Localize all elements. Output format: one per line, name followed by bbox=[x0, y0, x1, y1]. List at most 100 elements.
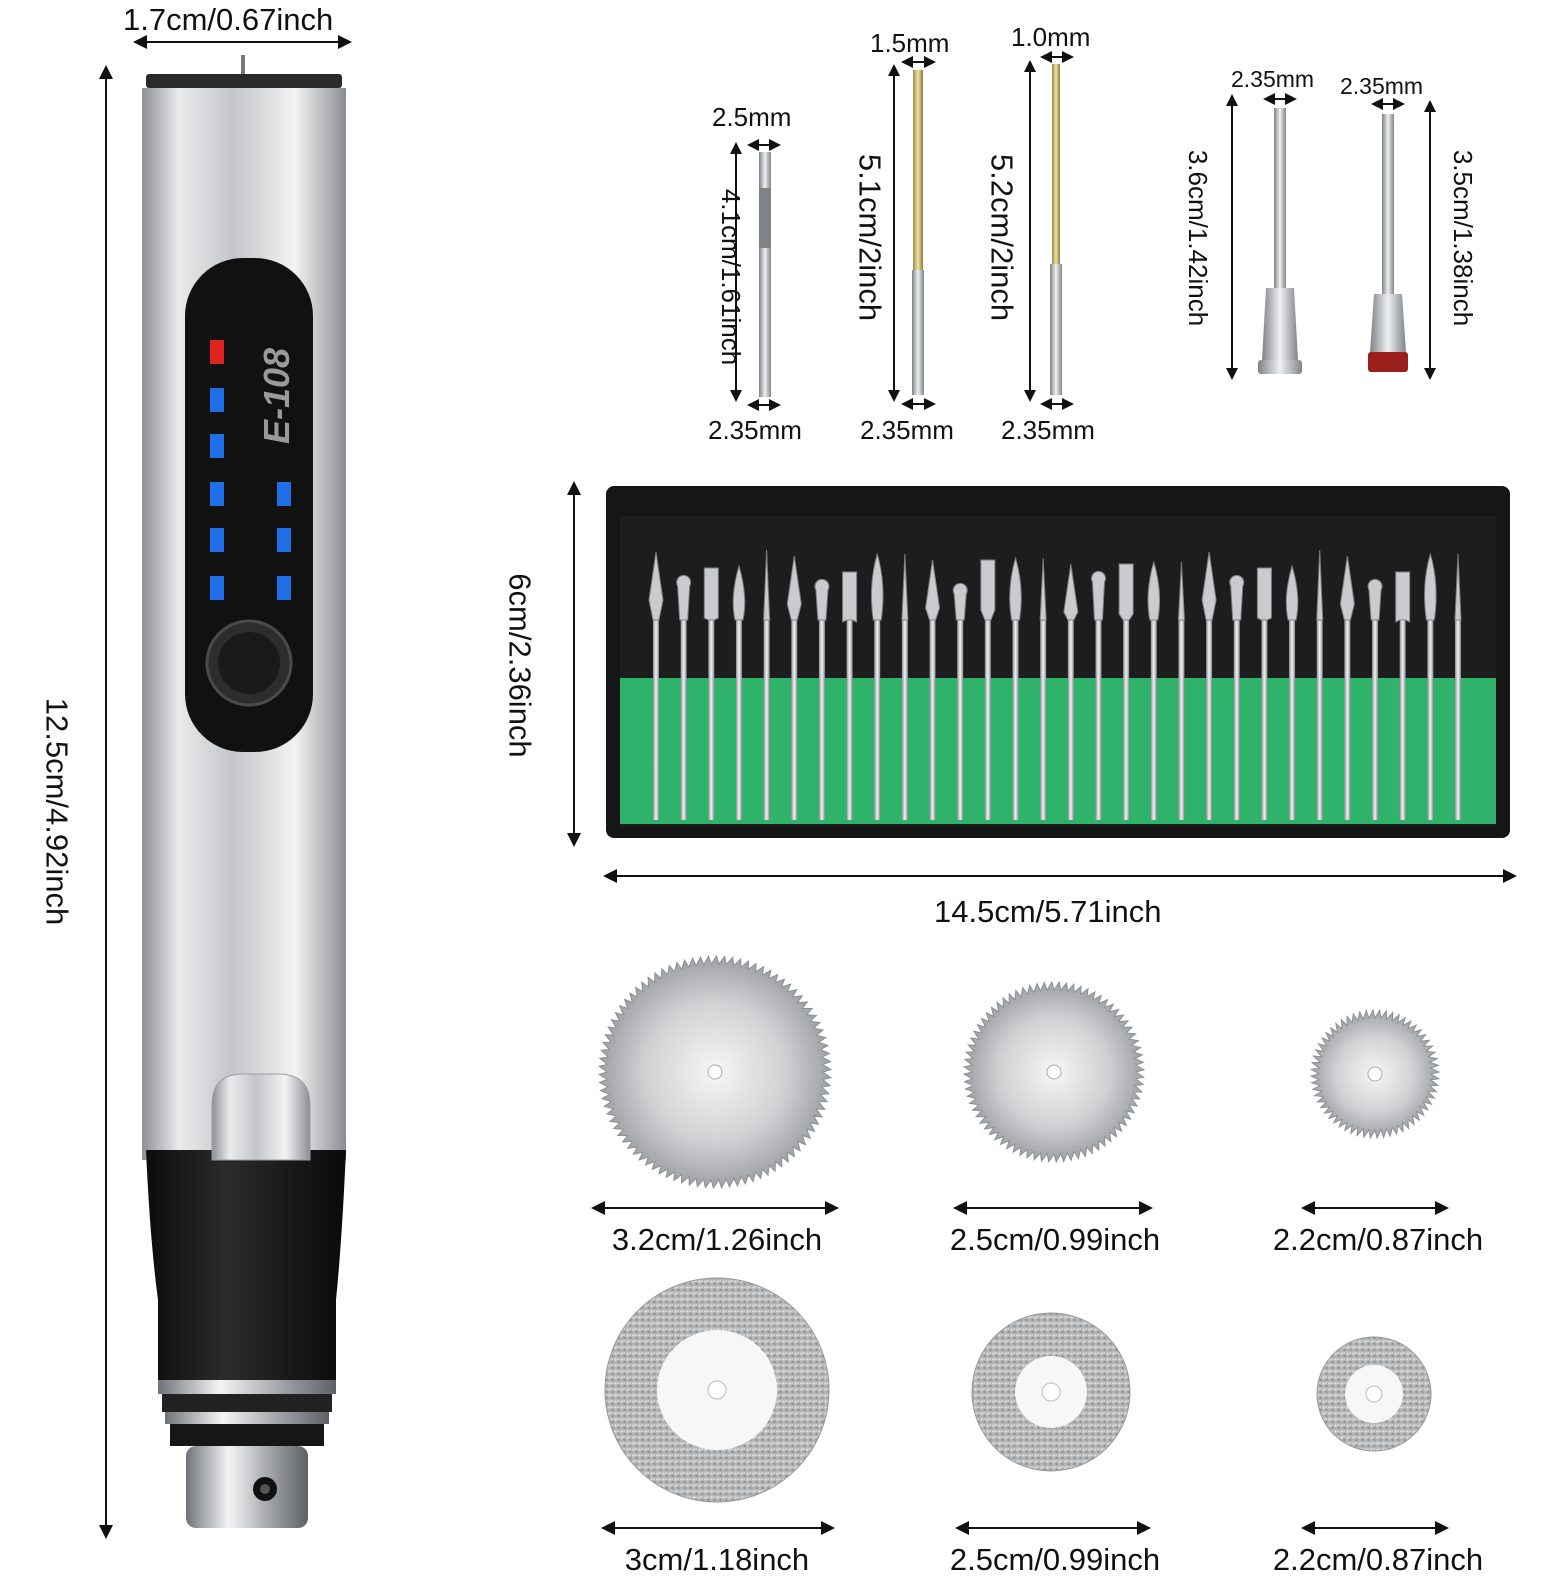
burr-bit-head bbox=[703, 567, 719, 621]
burr-bit-head bbox=[1177, 561, 1185, 621]
burr-bit-head bbox=[870, 552, 884, 621]
burr-bit-head bbox=[980, 559, 996, 621]
burr-bit-shank bbox=[1261, 620, 1268, 820]
pen-width-label: 1.7cm/0.67inch bbox=[123, 2, 334, 37]
mandrel1-shank-label: 2.35mm bbox=[1231, 66, 1315, 92]
diamond-disc-label: 2.2cm/0.87inch bbox=[1272, 1542, 1484, 1577]
burr-bit-head bbox=[1229, 574, 1245, 621]
burr-bit-head bbox=[1424, 552, 1437, 621]
drill1-shank-label: 2.35mm bbox=[860, 415, 954, 445]
burr-bit-head bbox=[1316, 549, 1324, 621]
saw-blade-hole bbox=[1367, 1066, 1383, 1082]
burr-bit-shank bbox=[1206, 620, 1213, 820]
indicator-blue-led bbox=[210, 388, 224, 412]
drill2-length-label: 5.2cm/2inch bbox=[984, 153, 1020, 322]
indicator-blue-led bbox=[210, 576, 224, 600]
burr-bit-shank bbox=[1123, 620, 1130, 820]
drill2-shank-label: 2.35mm bbox=[1001, 415, 1095, 445]
burr-bit-shank bbox=[791, 620, 798, 820]
saw-blade-small bbox=[1309, 1008, 1441, 1140]
burr-bit-shank bbox=[1095, 620, 1102, 820]
control-panel bbox=[185, 258, 313, 752]
power-button bbox=[218, 632, 280, 694]
burr-bit-shank bbox=[763, 620, 770, 820]
drill2-tip-label: 1.0mm bbox=[1011, 22, 1091, 52]
saw-blade-medium bbox=[962, 980, 1146, 1164]
burr-bit-head bbox=[1063, 563, 1079, 621]
burr-bit-shank bbox=[984, 620, 991, 820]
needle-shank-label: 2.35mm bbox=[708, 415, 802, 445]
burr-bit-shank bbox=[818, 620, 825, 820]
burr-bit-head bbox=[1118, 563, 1134, 621]
burr-bit-head bbox=[1090, 570, 1106, 621]
diamond-discs-figure: 3cm/1.18inch 2.5cm/0.99inch 2.2cm/0.87in… bbox=[560, 1262, 1568, 1575]
burr-bit-shank bbox=[735, 620, 742, 820]
burr-bit-head bbox=[763, 549, 771, 621]
burr-bit-shank bbox=[1150, 620, 1157, 820]
burr-bit-head bbox=[1147, 560, 1161, 621]
burr-bit-head bbox=[1201, 551, 1217, 621]
burr-bit-shank bbox=[1040, 620, 1047, 820]
burr-bits bbox=[648, 549, 1462, 820]
saw-blades-illustration bbox=[591, 954, 1449, 1215]
indicator-blue-led bbox=[277, 576, 291, 600]
box-width-label: 14.5cm/5.71inch bbox=[934, 894, 1162, 929]
burr-bit-head bbox=[1039, 557, 1047, 621]
pen-length-label: 12.5cm/4.92inch bbox=[39, 697, 75, 926]
saw-blade-label: 3.2cm/1.26inch bbox=[611, 1222, 823, 1257]
needle-length-label: 4.1cm/1.61inch bbox=[716, 188, 746, 366]
burr-bit-head bbox=[814, 578, 830, 621]
model-label: E-108 bbox=[256, 347, 297, 445]
chuck bbox=[186, 1446, 308, 1528]
bits-figure: 2.5mm 4.1cm/1.61inch 2.35mm 1.5mm 5.1cm/… bbox=[560, 0, 1568, 470]
diamond-discs-illustration bbox=[601, 1277, 1449, 1535]
burr-bit-head bbox=[925, 559, 941, 621]
saw-blade-hole bbox=[707, 1064, 723, 1080]
burr-bit-shank bbox=[1316, 620, 1323, 820]
burr-bit-head bbox=[1256, 567, 1272, 621]
saw-blade-large bbox=[597, 954, 833, 1190]
saw-blade-hole bbox=[1046, 1064, 1062, 1080]
mandrel2-shank-label: 2.35mm bbox=[1340, 73, 1424, 99]
burr-box-illustration bbox=[567, 481, 1517, 883]
burr-box-figure: 6cm/2.36inch 14.5cm/5.71inch bbox=[500, 470, 1568, 940]
burr-bit-head bbox=[1395, 571, 1411, 623]
engraving-pen-figure: 1.7cm/0.67inch 12.5cm/4.92inch E-108 bbox=[0, 0, 420, 1568]
burr-bit-head bbox=[676, 574, 692, 621]
burr-bit-head bbox=[1339, 555, 1355, 621]
mandrel1-length-label: 3.6cm/1.42inch bbox=[1183, 149, 1213, 327]
indicator-red-led bbox=[210, 340, 224, 364]
indicator-blue-led bbox=[277, 528, 291, 552]
indicator-blue-led bbox=[210, 482, 224, 506]
burr-bit-head bbox=[786, 555, 802, 621]
saw-blade-label: 2.2cm/0.87inch bbox=[1272, 1222, 1484, 1257]
burr-bit-head bbox=[1454, 553, 1462, 621]
burr-bit-shank bbox=[708, 620, 715, 820]
burr-bit-shank bbox=[1427, 620, 1434, 820]
foam-insert bbox=[620, 678, 1496, 824]
burr-bit-head bbox=[901, 553, 909, 621]
drill1-tip-label: 1.5mm bbox=[870, 28, 950, 58]
diamond-disc-label: 3cm/1.18inch bbox=[624, 1542, 810, 1577]
burr-bit-shank bbox=[1233, 620, 1240, 820]
burr-bit-head bbox=[1367, 578, 1383, 621]
drill1-length-label: 5.1cm/2inch bbox=[852, 153, 888, 322]
burr-bit-shank bbox=[846, 620, 853, 820]
burr-bit-shank bbox=[1455, 620, 1461, 820]
burr-bit-head bbox=[842, 571, 858, 623]
burr-bit-shank bbox=[680, 620, 687, 820]
burr-bit-shank bbox=[901, 620, 908, 820]
box-height-label: 6cm/2.36inch bbox=[502, 573, 538, 758]
indicator-blue-led bbox=[210, 434, 224, 458]
burr-bit-head bbox=[1009, 556, 1022, 621]
diamond-disc-label: 2.5cm/0.99inch bbox=[949, 1542, 1161, 1577]
burr-bit-head bbox=[1285, 564, 1299, 621]
burr-bit-shank bbox=[1012, 620, 1019, 820]
burr-bit-shank bbox=[1399, 620, 1406, 820]
burr-bit-head bbox=[952, 582, 968, 621]
mandrel2-length-label: 3.5cm/1.38inch bbox=[1448, 149, 1478, 327]
burr-bit-head bbox=[732, 564, 746, 621]
burr-bit-shank bbox=[1372, 620, 1379, 820]
burr-bit-shank bbox=[1067, 620, 1074, 820]
burr-bit-shank bbox=[929, 620, 936, 820]
